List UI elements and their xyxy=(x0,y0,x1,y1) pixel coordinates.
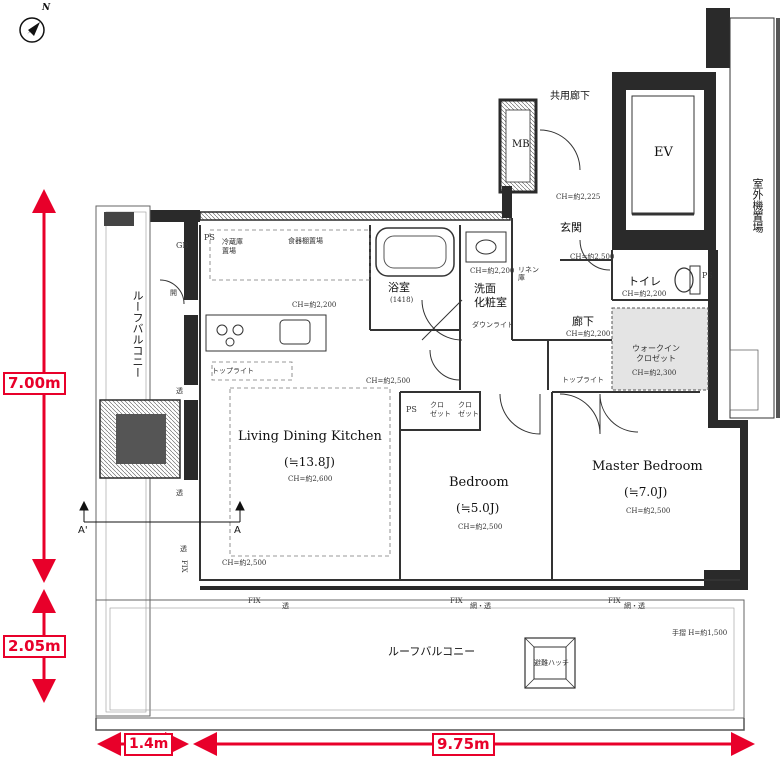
label-bedroom-size: (≒5.0J) xyxy=(456,501,500,515)
wic-area xyxy=(611,307,709,391)
label-wic: ウォークイン クロゼット xyxy=(632,344,680,363)
label-glass-left-2: 透 xyxy=(176,489,183,497)
bottom-balcony xyxy=(95,599,745,731)
label-downlight-3: トップライト xyxy=(212,367,254,375)
label-pantry: 食器棚置場 xyxy=(288,237,323,245)
bathtub xyxy=(375,227,455,277)
door-swings xyxy=(159,129,639,435)
label-gb: GB xyxy=(176,241,189,250)
label-wic-ch: CH=約2,300 xyxy=(632,369,677,377)
label-common-corridor: 共用廊下 xyxy=(550,91,590,102)
label-wash-ch: CH=約2,200 xyxy=(470,267,515,275)
label-glass-left-1: 透 xyxy=(176,387,183,395)
label-roof-balcony-left: ルーフバルコニー xyxy=(131,290,144,378)
mb-area xyxy=(498,98,538,194)
label-roof-balcony-bottom: ルーフバルコニー xyxy=(388,645,476,658)
label-bedroom: Bedroom xyxy=(449,475,509,490)
label-toilet: トイレ xyxy=(628,275,661,288)
dimension-width-left: 1.4m xyxy=(124,733,174,756)
label-corridor-ch: CH=約2,200 xyxy=(566,330,611,338)
ev-shaft xyxy=(612,72,716,244)
label-ps-closet: PS xyxy=(406,405,417,414)
label-bedroom-ch: CH=約2,500 xyxy=(458,523,503,531)
label-entrance-ch2: CH=約2,500 xyxy=(570,253,615,261)
label-hall-ch: CH=約2,500 xyxy=(366,377,411,385)
label-master-ch: CH=約2,500 xyxy=(626,507,671,515)
label-downlight-2: トップライト xyxy=(562,376,604,384)
label-downlight-1: ダウンライト xyxy=(472,321,514,329)
dimension-width-main: 9.75m xyxy=(432,733,495,756)
label-mb: MB xyxy=(512,139,530,150)
label-door-left: 開 xyxy=(170,289,177,297)
toilet-fixture xyxy=(674,265,701,295)
label-ldk: Living Dining Kitchen xyxy=(238,429,382,444)
label-washroom: 洗面 化粧室 xyxy=(474,282,507,309)
label-section-a-left: A' xyxy=(78,525,88,536)
dimension-height-balcony: 2.05m xyxy=(3,635,66,658)
hatch-symbol xyxy=(524,637,576,689)
label-ldk-ch: CH=約2,600 xyxy=(288,475,333,483)
left-balcony xyxy=(95,205,181,717)
label-linen: リネン 庫 xyxy=(518,266,539,282)
wash-basin xyxy=(465,231,507,263)
label-fix-left: FIX xyxy=(180,560,188,573)
compass-north-letter: N xyxy=(42,3,51,13)
label-kitchen-ch: CH=約2,200 xyxy=(292,301,337,309)
label-hatch: 避難ハッチ xyxy=(534,659,569,667)
label-glass-1: 透 xyxy=(282,602,289,610)
label-bath-size: (1418) xyxy=(390,296,414,304)
right-tower xyxy=(706,8,780,419)
label-fix-1: FIX xyxy=(248,597,261,605)
dimension-height-main: 7.00m xyxy=(3,372,66,395)
compass-icon xyxy=(19,17,45,43)
label-glass-3: 網・透 xyxy=(624,602,645,610)
label-ev: EV xyxy=(654,145,673,160)
section-line xyxy=(79,500,245,523)
kitchen-counter xyxy=(205,314,327,352)
label-master: Master Bedroom xyxy=(592,459,703,474)
label-fridge: 冷蔵庫 置場 xyxy=(222,238,243,255)
label-ldk-size: (≒13.8J) xyxy=(284,455,335,469)
label-section-a-right: A xyxy=(234,525,241,536)
label-fix-3: FIX xyxy=(608,597,621,605)
label-closet-2: クロ ゼット xyxy=(458,401,479,418)
label-entrance-ch: CH=約2,225 xyxy=(556,193,601,201)
label-entrance: 玄関 xyxy=(560,221,582,234)
label-master-size: (≒7.0J) xyxy=(624,485,668,499)
label-ldk-lower-ch: CH=約2,500 xyxy=(222,559,267,567)
label-outdoor-unit: 室外機置場 xyxy=(751,178,764,233)
label-handrail: 手摺 H=約1,500 xyxy=(672,629,728,637)
label-glass-left-3: 透 xyxy=(180,545,187,553)
label-toilet-ch: CH=約2,200 xyxy=(622,290,667,298)
label-ps-kitchen: PS xyxy=(204,233,215,242)
label-bath: 浴室 xyxy=(388,281,410,294)
label-corridor: 廊下 xyxy=(572,315,594,328)
interior-walls xyxy=(199,218,740,581)
ldk-floor-outline xyxy=(209,229,391,557)
label-fix-2: FIX xyxy=(450,597,463,605)
label-glass-2: 網・透 xyxy=(470,602,491,610)
exterior-walls xyxy=(150,186,748,590)
label-ps-toilet: PS xyxy=(702,271,713,280)
label-closet-1: クロ ゼット xyxy=(430,401,451,418)
